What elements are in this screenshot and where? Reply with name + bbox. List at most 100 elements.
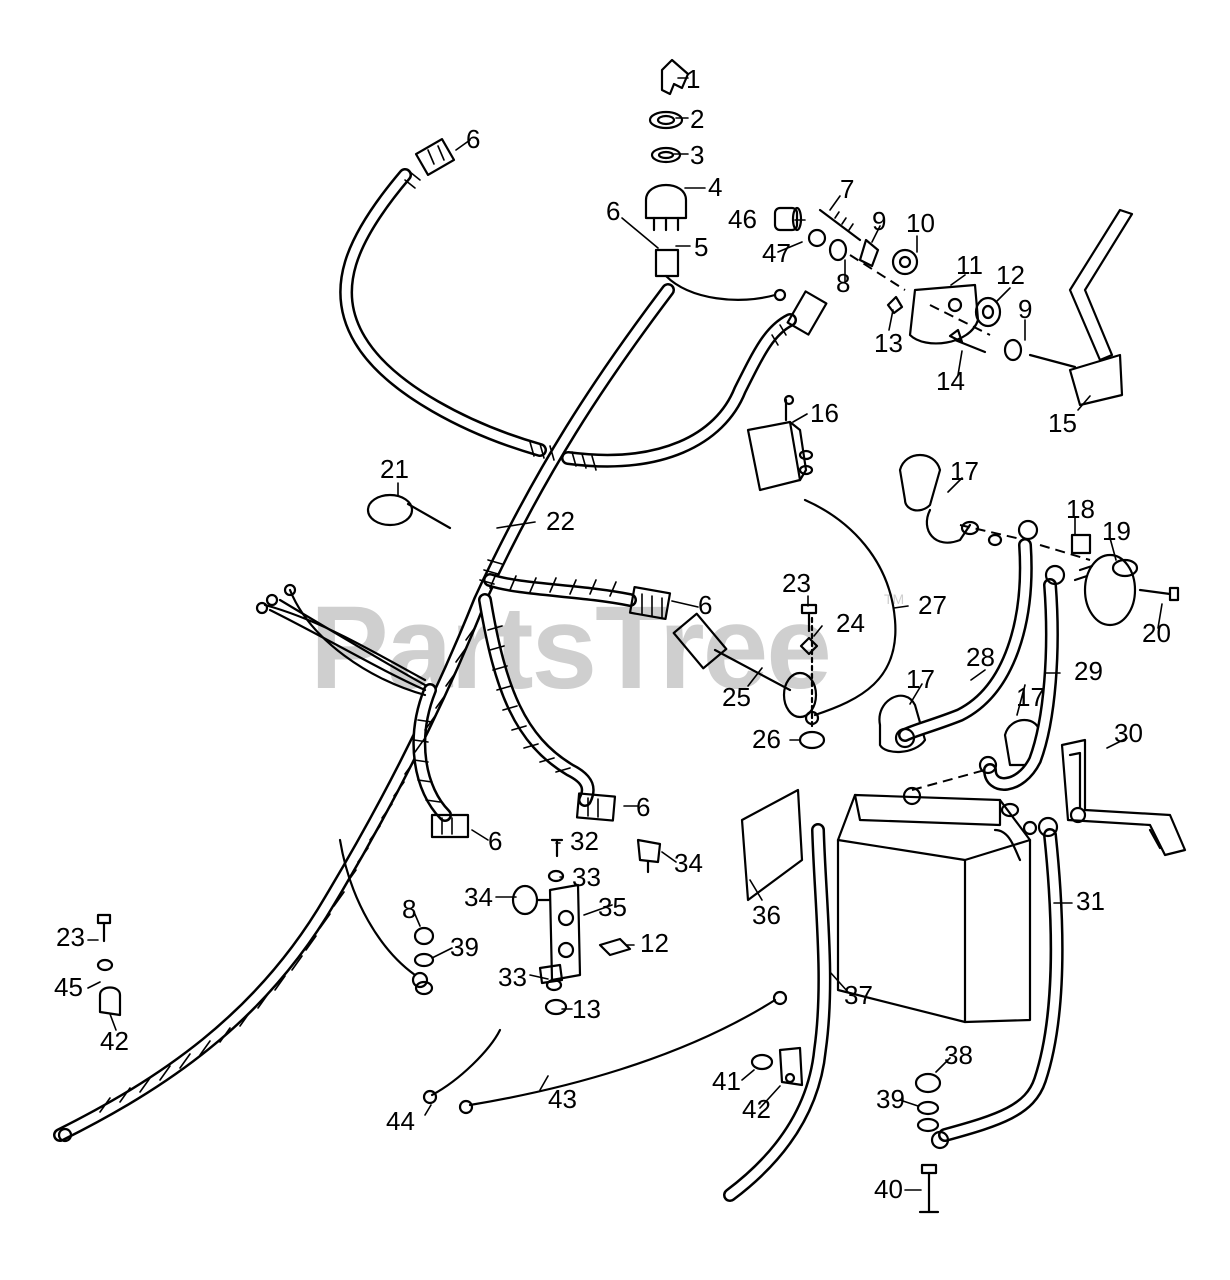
nut-26: [798, 730, 826, 750]
callout-46: 46: [728, 204, 757, 234]
washer-3: [650, 146, 682, 164]
callout-25: 25: [722, 682, 751, 712]
battery: [836, 786, 1032, 1024]
ignition-key: [660, 58, 690, 96]
bolt-14: [948, 328, 987, 354]
callout-labels: 1 2 3 4 5 6 6 6 6 6 7 8 8 9 9 10 11 12 1…: [54, 64, 1171, 1204]
callout-2: 2: [690, 104, 704, 134]
boot-17-mid: [878, 694, 927, 753]
nut-13-lower: [544, 998, 568, 1016]
callout-33-lower: 33: [498, 962, 527, 992]
callout-12-lower: 12: [640, 928, 669, 958]
callout-39-left: 39: [450, 932, 479, 962]
clip-18: [1070, 533, 1092, 555]
callout-6-lower-left: 6: [488, 826, 502, 856]
callout-11: 11: [956, 250, 983, 280]
callout-35: 35: [598, 892, 627, 922]
callout-5: 5: [694, 232, 708, 262]
ignition-switch: [644, 184, 688, 232]
washer-33-top: [547, 869, 565, 883]
lever-15: [1028, 208, 1134, 407]
battery-cable-28: [894, 519, 1039, 749]
callout-29: 29: [1074, 656, 1103, 686]
washer-45: [96, 958, 114, 972]
nut-top-battery: [1000, 802, 1020, 818]
callout-41: 41: [712, 1066, 741, 1096]
bracket-35: [538, 883, 582, 985]
callout-21: 21: [380, 454, 409, 484]
connector-6-top-left: [414, 138, 456, 176]
nut-47: [807, 228, 827, 248]
battery-cable-29: [978, 564, 1066, 791]
callout-34-right: 34: [674, 848, 703, 878]
vent-tube-37: [723, 823, 832, 1202]
callout-42-left: 42: [100, 1026, 129, 1056]
callout-47: 47: [762, 238, 791, 268]
nut-8-lower: [413, 926, 435, 946]
washers-39-right: [916, 1100, 950, 1150]
callout-42-right: 42: [742, 1094, 771, 1124]
callout-30: 30: [1114, 718, 1143, 748]
callout-39-right: 39: [876, 1084, 905, 1114]
callout-16: 16: [810, 398, 839, 428]
callout-8-lower: 8: [402, 894, 416, 924]
callout-22: 22: [546, 506, 575, 536]
label-36: [740, 788, 804, 902]
connector-6-middle: [628, 585, 672, 621]
callout-31: 31: [1076, 886, 1105, 916]
callout-10: 10: [906, 208, 935, 238]
connector-6-lower-right: [575, 792, 617, 822]
bolt-23-top: [800, 603, 818, 633]
callout-27: 27: [918, 590, 947, 620]
clamp-42-right: [778, 1046, 804, 1087]
callout-32: 32: [570, 826, 599, 856]
washer-41: [750, 1053, 774, 1071]
callout-17-mid: 17: [906, 664, 935, 694]
callout-19: 19: [1102, 516, 1131, 546]
washer-33-lower: [545, 978, 563, 992]
switch-34-left: [511, 884, 551, 916]
battery-cable-31: [938, 816, 1064, 1142]
nut-12-top: [974, 296, 1002, 328]
callout-20: 20: [1142, 618, 1171, 648]
callout-33-top: 33: [572, 862, 601, 892]
boot-17-top: [898, 454, 972, 544]
clamp-42-left: [98, 986, 122, 1017]
wire-44: [422, 1028, 502, 1105]
connector-right-harness: [786, 290, 828, 336]
ground-wire-43: [458, 990, 788, 1115]
callout-14: 14: [936, 366, 965, 396]
callout-23-left: 23: [56, 922, 85, 952]
callout-17-lower: 17: [1016, 682, 1045, 712]
bolt-20: [1138, 586, 1180, 602]
watermark-tm: TM: [884, 591, 904, 607]
callout-28: 28: [966, 642, 995, 672]
callout-6-lower-right: 6: [636, 792, 650, 822]
callout-9-lower: 9: [1018, 294, 1032, 324]
callout-34-left: 34: [464, 882, 493, 912]
cable-tie-21: [366, 493, 452, 530]
callout-3: 3: [690, 140, 704, 170]
callout-13-top: 13: [874, 328, 903, 358]
nut-38: [914, 1072, 942, 1094]
switch-34-right: [636, 838, 662, 874]
bolt-40: [918, 1163, 940, 1214]
washer-8-top: [828, 238, 848, 262]
watermark-text: PartsTree: [310, 582, 830, 714]
screw-13-top: [886, 295, 904, 315]
callout-15: 15: [1048, 408, 1077, 438]
callout-7: 7: [840, 174, 854, 204]
wiring-harness: [53, 168, 797, 1143]
callout-4: 4: [708, 172, 722, 202]
washer-9-lower: [1003, 338, 1023, 362]
callout-44: 44: [386, 1106, 415, 1136]
switch-connector-5: [654, 248, 787, 302]
callout-23-top: 23: [782, 568, 811, 598]
solenoid-25: [672, 612, 818, 719]
lamp-46: [773, 206, 803, 232]
hold-down-30: [1060, 738, 1187, 857]
callout-6-middle: 6: [698, 590, 712, 620]
callout-38: 38: [944, 1040, 973, 1070]
nut-12-lower: [598, 937, 632, 957]
